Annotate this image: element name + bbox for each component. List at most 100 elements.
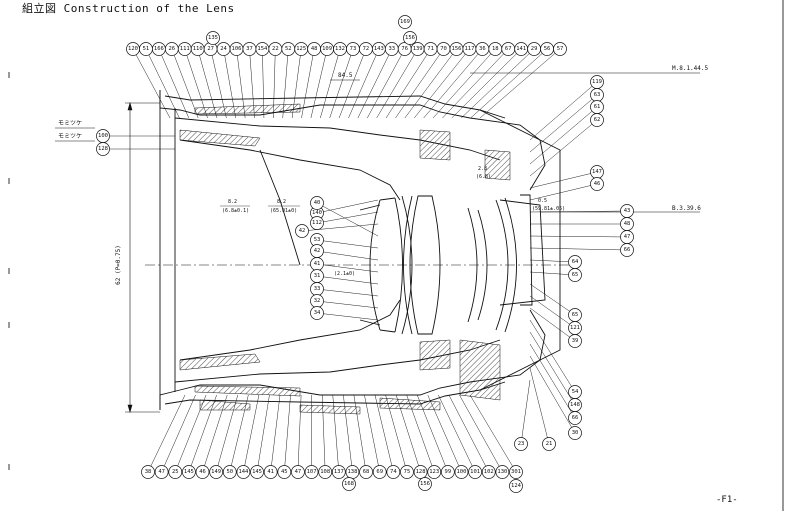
svg-text:40: 40 bbox=[314, 200, 321, 206]
svg-text:23: 23 bbox=[518, 441, 525, 447]
dim-b-sub: (65.01±0) bbox=[270, 208, 297, 214]
svg-text:169: 169 bbox=[400, 19, 410, 25]
svg-text:156: 156 bbox=[405, 35, 415, 41]
callout-bot-12: 107 bbox=[304, 465, 319, 479]
svg-text:117: 117 bbox=[464, 46, 474, 52]
callout-bot-5: 149 bbox=[209, 465, 223, 479]
svg-text:301: 301 bbox=[511, 469, 521, 475]
callout-top-30: 141 bbox=[514, 42, 529, 56]
svg-text:154: 154 bbox=[257, 46, 268, 52]
svg-text:53: 53 bbox=[314, 237, 321, 243]
dim-c-sub: (59.81±.05) bbox=[532, 206, 565, 212]
callout-top-12: 52 bbox=[281, 42, 296, 56]
callout-top-7: 24 bbox=[216, 42, 231, 56]
svg-text:47: 47 bbox=[158, 469, 165, 475]
leader-line bbox=[529, 343, 576, 419]
svg-text:67: 67 bbox=[505, 46, 512, 52]
callout-left-0: 100 bbox=[96, 129, 110, 143]
svg-text:119: 119 bbox=[592, 79, 602, 85]
svg-text:145: 145 bbox=[252, 469, 262, 475]
leader-line bbox=[529, 355, 576, 434]
callout-top-16: 132 bbox=[333, 42, 347, 56]
svg-text:74: 74 bbox=[390, 469, 397, 475]
leader-line bbox=[353, 394, 367, 473]
callout-left-1: 128 bbox=[96, 142, 110, 156]
callout-top-8: 106 bbox=[229, 42, 244, 56]
callout-right-19: 21 bbox=[542, 437, 556, 451]
leader-line bbox=[316, 199, 379, 214]
callout-top-33: 57 bbox=[553, 42, 567, 56]
svg-text:25: 25 bbox=[172, 469, 179, 475]
svg-text:50: 50 bbox=[226, 469, 233, 475]
svg-text:54: 54 bbox=[572, 389, 579, 395]
svg-text:100: 100 bbox=[98, 133, 108, 139]
leader-line bbox=[161, 394, 196, 473]
callout-top-14: 48 bbox=[307, 42, 322, 56]
svg-text:70: 70 bbox=[440, 46, 447, 52]
svg-text:21: 21 bbox=[546, 441, 553, 447]
leader-line bbox=[284, 394, 291, 473]
callout-top-27: 36 bbox=[475, 42, 490, 56]
svg-text:101: 101 bbox=[470, 469, 480, 475]
svg-text:64: 64 bbox=[572, 259, 579, 265]
callout-bot-0: 38 bbox=[141, 465, 155, 479]
svg-text:41: 41 bbox=[314, 261, 321, 267]
leader-line bbox=[316, 250, 379, 261]
leader-line bbox=[448, 394, 489, 473]
mount-thread-label: M.8.1.44.5 bbox=[672, 65, 709, 72]
svg-text:34: 34 bbox=[314, 310, 321, 316]
svg-text:130: 130 bbox=[497, 469, 507, 475]
callout-top-13: 125 bbox=[294, 42, 309, 56]
svg-text:48: 48 bbox=[624, 221, 631, 227]
leader-line bbox=[301, 223, 379, 232]
svg-text:144: 144 bbox=[238, 469, 249, 475]
callout-bot-18: 74 bbox=[386, 465, 401, 479]
svg-text:156: 156 bbox=[420, 481, 430, 487]
svg-text:121: 121 bbox=[570, 325, 580, 331]
leader-line bbox=[316, 275, 379, 285]
callout-mid-8: 33 bbox=[310, 282, 324, 296]
svg-text:31: 31 bbox=[314, 273, 321, 279]
callout-bot-27: 301 bbox=[509, 465, 523, 479]
dim-a: 8.2 bbox=[228, 199, 237, 205]
callout-top-31: 29 bbox=[527, 42, 541, 56]
svg-text:72: 72 bbox=[363, 46, 370, 52]
callout-raised-2: 156 bbox=[403, 31, 417, 45]
leader-line bbox=[270, 394, 281, 473]
svg-text:149: 149 bbox=[211, 469, 221, 475]
leader-line bbox=[395, 48, 444, 119]
callout-bot-23: 100 bbox=[454, 465, 469, 479]
leader-line bbox=[316, 263, 379, 273]
leader-line bbox=[404, 48, 457, 119]
callout-right-11: 65 bbox=[568, 268, 582, 282]
callout-mid-3: 40 bbox=[310, 196, 324, 210]
leader-line bbox=[459, 394, 503, 473]
leader-line bbox=[329, 48, 354, 119]
callout-mid-7: 31 bbox=[310, 269, 324, 283]
callout-top-10: 154 bbox=[255, 42, 270, 56]
leader-line bbox=[376, 48, 418, 119]
hatch-label-b: モミツケ bbox=[58, 133, 82, 140]
svg-text:124: 124 bbox=[511, 483, 522, 489]
callout-top-22: 139 bbox=[410, 42, 425, 56]
callout-bot-1: 47 bbox=[154, 465, 169, 479]
leader-line bbox=[529, 271, 576, 276]
leader-line bbox=[442, 48, 509, 119]
callout-bot-17: 69 bbox=[372, 465, 387, 479]
callout-mid-5: 42 bbox=[310, 244, 324, 258]
leader-line bbox=[132, 48, 171, 119]
svg-text:141: 141 bbox=[516, 46, 526, 52]
svg-text:138: 138 bbox=[347, 469, 357, 475]
leader-line bbox=[529, 106, 598, 165]
callout-low-1: 156 bbox=[418, 477, 432, 491]
callout-top-20: 33 bbox=[384, 42, 399, 56]
callout-bot-2: 25 bbox=[168, 465, 183, 479]
svg-text:108: 108 bbox=[320, 469, 330, 475]
callout-mid-1: 112 bbox=[310, 216, 324, 230]
callout-right-12: 65 bbox=[568, 308, 582, 322]
leader-line bbox=[529, 295, 576, 329]
callout-right-15: 54 bbox=[568, 385, 582, 399]
svg-text:33: 33 bbox=[388, 46, 395, 52]
svg-text:145: 145 bbox=[184, 469, 194, 475]
